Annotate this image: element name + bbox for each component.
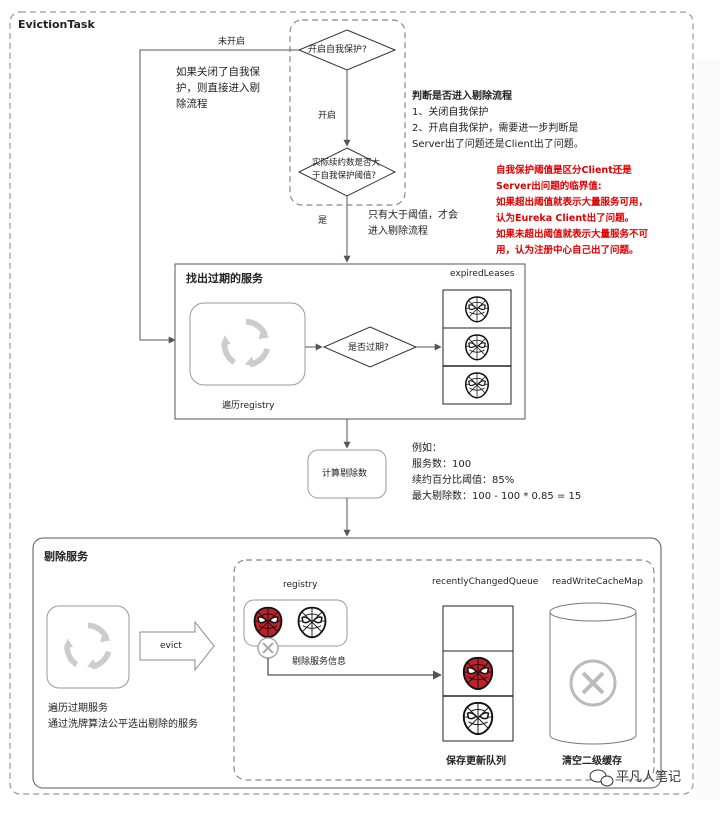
watermark-text: 平凡人笔记	[616, 770, 682, 785]
judge-line2: 2、开启自我保护，需要进一步判断是	[412, 123, 579, 134]
wechat-icon	[589, 769, 614, 787]
calc-example-title: 例如：	[412, 443, 442, 454]
judge-line1: 1、关闭自我保护	[412, 107, 489, 118]
background-residue	[696, 60, 720, 800]
red-note-line6: 用，认为注册中心自己出了问题。	[496, 245, 639, 256]
task-title: EvictionTask	[18, 18, 95, 31]
queue-caption: 保存更新队列	[446, 756, 506, 767]
arrow-remove-info	[267, 658, 442, 680]
calc-example-1: 服务数：100	[412, 459, 472, 470]
spider-icon	[462, 701, 494, 736]
red-note-line5: 如果未超出阈值就表示大量服务不可	[496, 229, 649, 240]
not-enabled-label: 未开启	[218, 37, 246, 47]
red-note-line2: Server出问题的临界值:	[496, 181, 602, 192]
note-off-line2: 护，则直接进入剔	[176, 82, 260, 94]
queue-title: recentlyChangedQueue	[432, 577, 539, 587]
note-off-line3: 除流程	[176, 98, 208, 110]
decision-threshold-line1: 实际续约数是否大	[312, 158, 381, 168]
decision-self-protect-label: 开启自我保护?	[308, 45, 367, 55]
evict-registry-label: registry	[283, 580, 318, 590]
yes-label: 是	[318, 216, 328, 226]
calc-example-2: 续约百分比阈值：85%	[412, 475, 515, 486]
calc-label: 计算剔除数	[322, 469, 368, 479]
registry-box	[189, 302, 306, 386]
spider-icon	[297, 606, 327, 639]
registry-caption: 遍历registry	[222, 401, 275, 411]
judge-line3: Server出了问题还是Client出了问题。	[412, 139, 584, 150]
spider-icon	[464, 296, 490, 323]
only-above-line2: 进入剔除流程	[368, 226, 428, 237]
find-expired-title: 找出过期的服务	[186, 272, 263, 285]
evict-loop-box	[46, 605, 130, 689]
spider-red-icon	[462, 656, 494, 691]
remove-info-label: 剔除服务信息	[292, 657, 347, 667]
evict-inner-group	[233, 559, 655, 781]
spider-red-icon	[253, 606, 283, 639]
cache-title: readWriteCacheMap	[552, 577, 644, 587]
judge-title: 判断是否进入剔除流程	[412, 91, 512, 102]
spider-icon	[464, 334, 490, 361]
arrow-not-enabled	[139, 49, 299, 344]
red-note-line4: 认为Eureka Client出了问题。	[496, 213, 635, 224]
eviction-task-frame	[9, 11, 694, 795]
red-note-line3: 如果超出阈值就表示大量服务可用，	[496, 197, 649, 208]
spider-icon	[464, 372, 490, 399]
red-note-line1: 自我保护阈值是区分Client还是	[496, 165, 632, 176]
decision-threshold-line2: 于自我保护阈值?	[312, 171, 377, 181]
decision-expired-label: 是否过期?	[348, 343, 389, 353]
decision-expired	[322, 326, 418, 368]
only-above-line1: 只有大于阈值，才会	[368, 210, 458, 221]
calc-example-3: 最大剔除数：100 - 100 * 0.85 = 15	[412, 491, 582, 502]
evict-section-title: 剔除服务	[44, 550, 88, 563]
evict-label: evict	[160, 641, 182, 651]
expired-leases-title: expiredLeases	[450, 269, 515, 279]
evict-caption-line2: 通过洗牌算法公平选出剔除的服务	[48, 719, 198, 730]
enabled-label: 开启	[318, 111, 337, 121]
note-off-line1: 如果关闭了自我保	[176, 66, 260, 78]
cache-caption: 清空二级缓存	[562, 756, 622, 767]
evict-caption-line1: 遍历过期服务	[48, 703, 108, 714]
evict-arrow-shape	[139, 620, 215, 672]
